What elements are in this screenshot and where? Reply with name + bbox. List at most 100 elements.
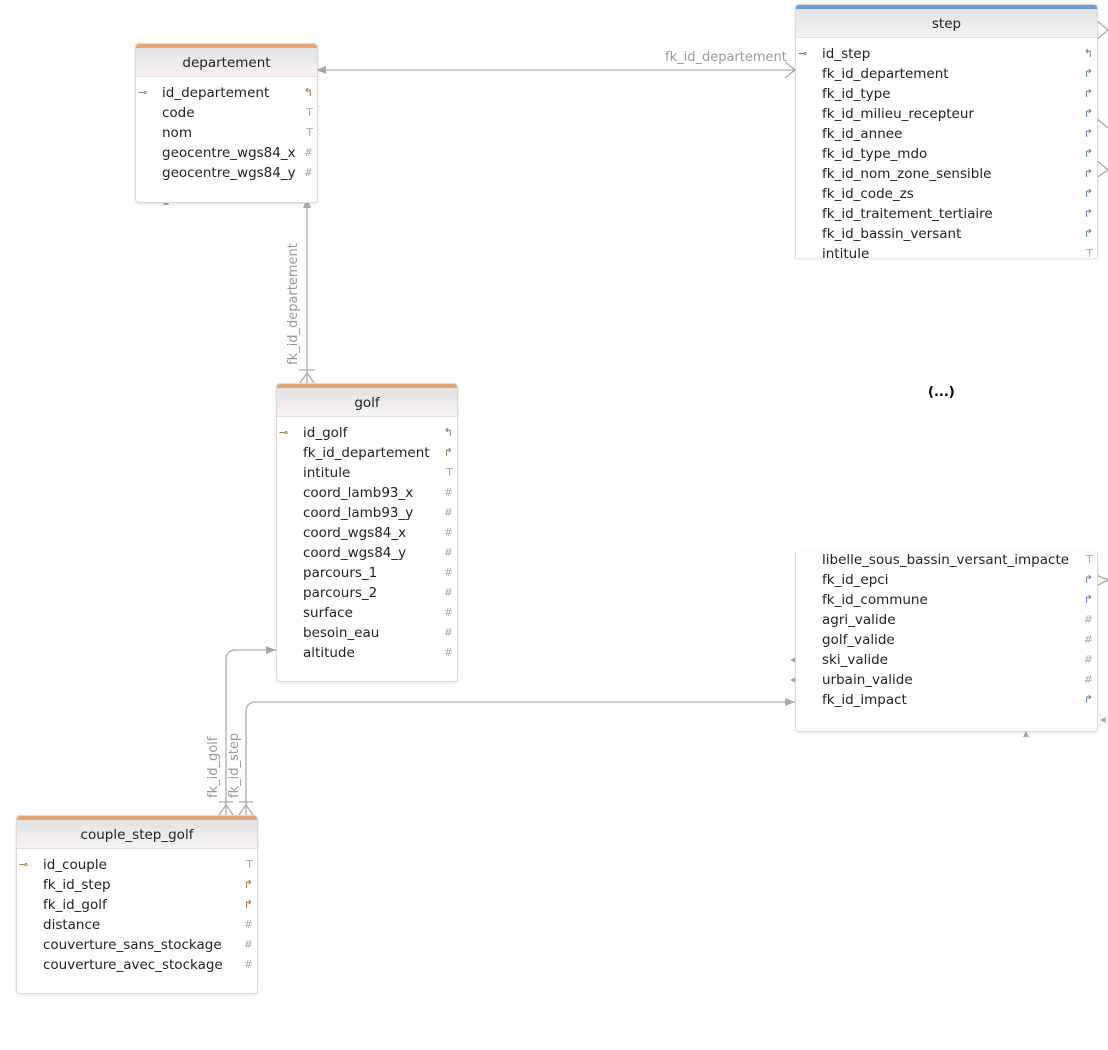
primary-key-icon: ⊸	[279, 426, 289, 439]
numeric-type-icon: #	[1083, 613, 1093, 626]
text-type-icon: T	[306, 106, 313, 119]
table-step[interactable]: step⊸id_step↰fk_id_departement↱fk_id_typ…	[795, 4, 1098, 258]
column-name: fk_id_annee	[822, 126, 903, 142]
foreign-key-icon: ↱	[1083, 107, 1093, 120]
column-name: distance	[43, 917, 101, 933]
numeric-type-icon: #	[243, 938, 253, 951]
column-row[interactable]: nom T	[136, 123, 317, 143]
table-header[interactable]: couple_step_golf	[17, 816, 257, 849]
column-row[interactable]: couverture_sans_stockage #	[17, 935, 257, 955]
column-name: fk_id_commune	[822, 592, 928, 608]
numeric-type-icon: #	[303, 146, 313, 159]
column-name: urbain_valide	[822, 672, 913, 688]
column-name: nom	[162, 125, 192, 141]
column-name: fk_id_type_mdo	[822, 146, 928, 162]
column-row[interactable]: coord_lamb93_y #	[277, 503, 457, 523]
column-name: parcours_1	[303, 565, 378, 581]
column-name: coord_lamb93_y	[303, 505, 414, 521]
column-row[interactable]: coord_lamb93_x#	[277, 483, 457, 503]
column-name: code	[162, 105, 195, 121]
column-name: libelle_sous_bassin_versant_impacte	[822, 552, 1070, 568]
column-row[interactable]: parcours_1#	[277, 563, 457, 583]
column-row[interactable]: fk_id_traitement_tertiaire ↱	[796, 204, 1097, 224]
column-row[interactable]: fk_id_annee↱	[796, 124, 1097, 144]
column-row[interactable]: urbain_valide#	[796, 670, 1097, 690]
column-name: id_couple	[43, 857, 107, 873]
column-row[interactable]: fk_id_milieu_recepteur↱	[796, 104, 1097, 124]
column-name: fk_id_golf	[43, 897, 107, 913]
foreign-key-icon: ↱	[1083, 227, 1093, 240]
column-row[interactable]: distance#	[17, 915, 257, 935]
table-header[interactable]: departement	[136, 44, 317, 77]
column-name: fk_id_nom_zone_sensible	[822, 166, 992, 182]
foreign-key-icon: ↱	[443, 446, 453, 459]
column-name: couverture_sans_stockage	[43, 937, 222, 953]
column-row[interactable]: code T	[136, 103, 317, 123]
primary-key-ref-icon: ↰	[443, 426, 453, 439]
text-type-icon: T	[1086, 553, 1093, 566]
column-row[interactable]: fk_id_impact↱	[796, 690, 1097, 710]
column-row[interactable]: coord_wgs84_x#	[277, 523, 457, 543]
column-row[interactable]: fk_id_bassin_versant↱	[796, 224, 1097, 244]
column-row[interactable]: ⊸id_step↰	[796, 44, 1097, 64]
column-row[interactable]: fk_id_type↱	[796, 84, 1097, 104]
column-row[interactable]: ⊸ id_golf ↰	[277, 423, 457, 443]
foreign-key-icon: ↱	[1083, 207, 1093, 220]
text-type-icon: T	[446, 466, 453, 479]
column-name: fk_id_traitement_tertiaire	[822, 206, 993, 222]
column-row[interactable]: surface#	[277, 603, 457, 623]
numeric-type-icon: #	[443, 606, 453, 619]
column-name: id_golf	[303, 425, 348, 441]
column-row[interactable]: couverture_avec_stockage#	[17, 955, 257, 975]
column-row[interactable]: intitule T	[277, 463, 457, 483]
numeric-type-icon: #	[243, 958, 253, 971]
column-row[interactable]: altitude#	[277, 643, 457, 663]
column-row[interactable]: fk_id_departement↱	[277, 443, 457, 463]
table-header[interactable]: step	[796, 5, 1097, 38]
column-name: intitule	[303, 465, 351, 481]
column-name: ski_valide	[822, 652, 888, 668]
column-row[interactable]: fk_id_code_zs↱	[796, 184, 1097, 204]
column-row[interactable]: parcours_2#	[277, 583, 457, 603]
column-row[interactable]: fk_id_golf↱	[17, 895, 257, 915]
relation-label: fk_id_departement	[665, 50, 787, 65]
numeric-type-icon: #	[443, 506, 453, 519]
column-name: fk_id_code_zs	[822, 186, 914, 202]
column-name: parcours_2	[303, 585, 378, 601]
table-golf[interactable]: golf ⊸ id_golf ↰ fk_id_departement↱ intitule T…	[276, 383, 458, 682]
text-type-icon: T	[306, 126, 313, 139]
numeric-type-icon: #	[443, 646, 453, 659]
numeric-type-icon: #	[1083, 633, 1093, 646]
relation-label: fk_id_step	[227, 732, 242, 798]
column-row[interactable]: fk_id_commune↱	[796, 590, 1097, 610]
primary-key-icon: ⊸	[138, 86, 148, 99]
column-row[interactable]: agri_valide#	[796, 610, 1097, 630]
column-row[interactable]: geocentre_wgs84_x#	[136, 143, 317, 163]
column-row[interactable]: fk_id_departement↱	[796, 64, 1097, 84]
column-name: intitule	[822, 246, 870, 258]
column-row[interactable]: ⊸id_departement↰	[136, 83, 317, 103]
primary-key-ref-icon: ↰	[1083, 47, 1093, 60]
column-row[interactable]: fk_id_step↱	[17, 875, 257, 895]
foreign-key-icon: ↱	[1083, 87, 1093, 100]
column-row[interactable]: libelle_sous_bassin_versant_impacte T	[796, 552, 1097, 570]
column-name: geocentre_wgs84_y	[162, 165, 296, 181]
table-header[interactable]: golf	[277, 384, 457, 417]
column-row[interactable]: fk_id_nom_zone_sensible↱	[796, 164, 1097, 184]
column-row[interactable]: fk_id_type_mdo↱	[796, 144, 1097, 164]
column-name: besoin_eau	[303, 625, 380, 641]
text-type-icon: T	[246, 858, 253, 871]
column-row[interactable]: ski_valide#	[796, 650, 1097, 670]
numeric-type-icon: #	[443, 486, 453, 499]
column-row[interactable]: coord_wgs84_y#	[277, 543, 457, 563]
column-row[interactable]: golf_valide#	[796, 630, 1097, 650]
foreign-key-icon: ↱	[243, 878, 253, 891]
column-row[interactable]: besoin_eau#	[277, 623, 457, 643]
column-row[interactable]: geocentre_wgs84_y#	[136, 163, 317, 183]
column-row[interactable]: fk_id_epci↱	[796, 570, 1097, 590]
